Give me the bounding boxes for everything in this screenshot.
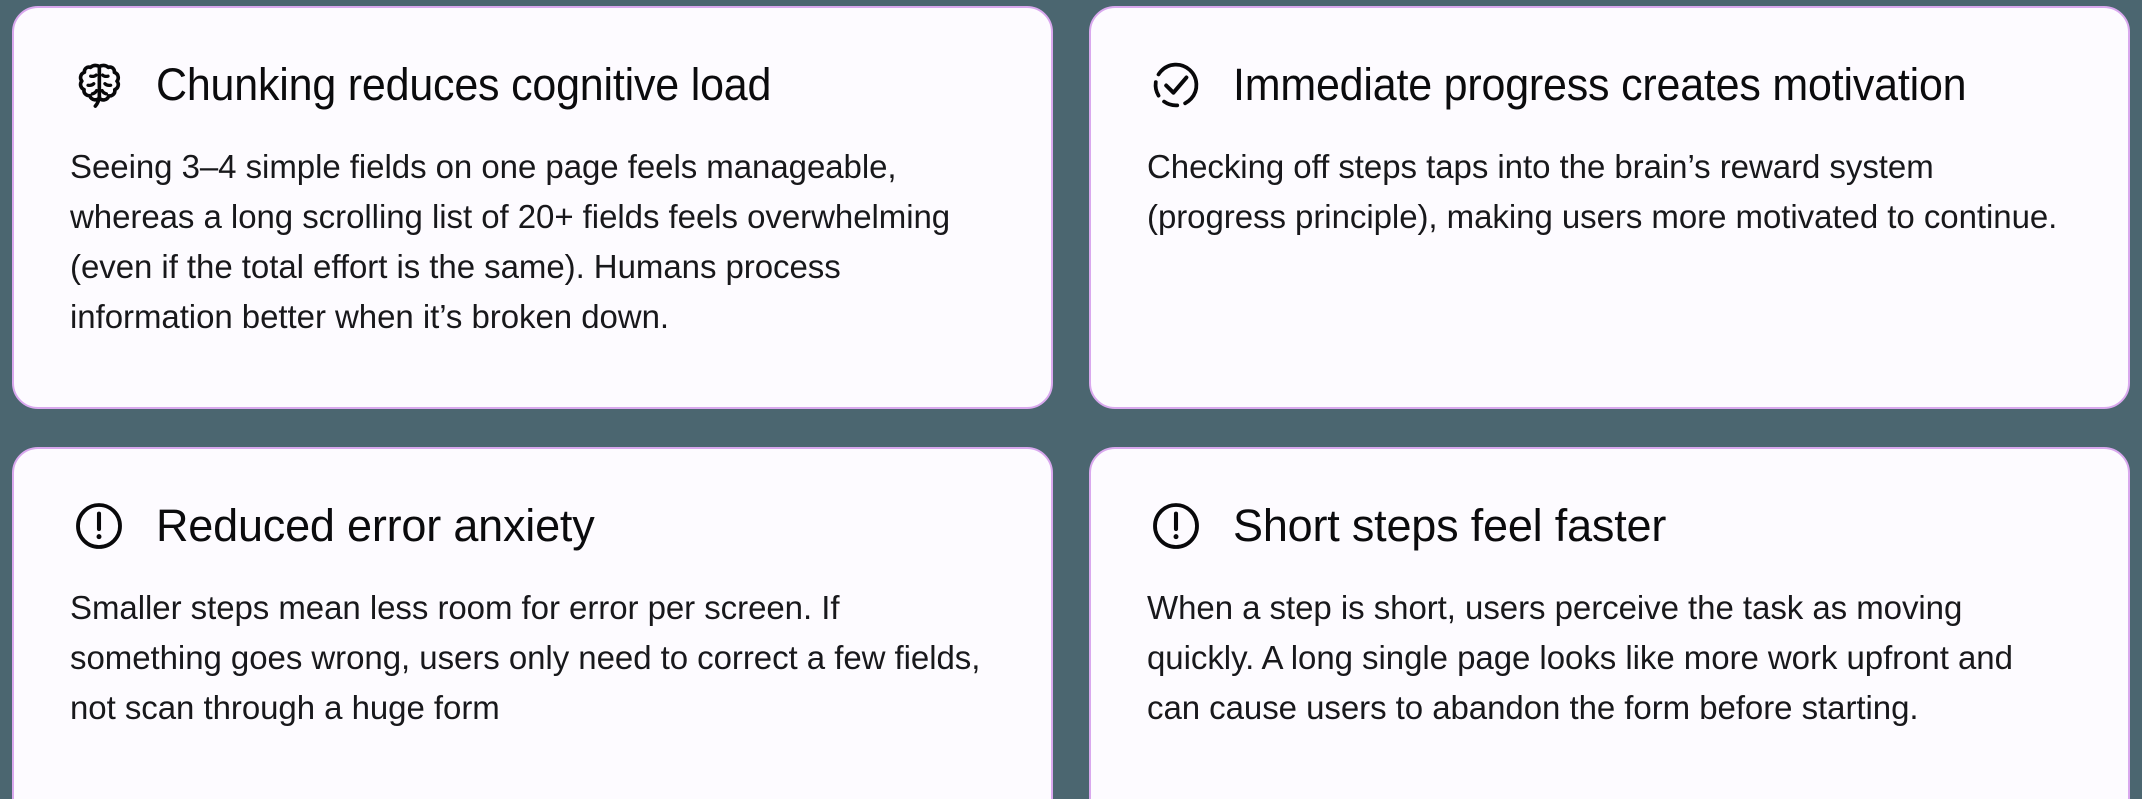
card-header: Chunking reduces cognitive load xyxy=(70,56,995,114)
card-body: When a step is short, users perceive the… xyxy=(1147,589,2013,727)
card-header: Reduced error anxiety xyxy=(70,497,995,555)
card-title: Reduced error anxiety xyxy=(156,499,595,551)
card-body: Seeing 3–4 simple fields on one page fee… xyxy=(70,148,951,336)
benefit-card-chunking: Chunking reduces cognitive load Seeing 3… xyxy=(12,6,1053,409)
exclamation-circle-icon xyxy=(70,497,128,555)
brain-icon xyxy=(70,56,128,114)
card-header: Immediate progress creates motivation xyxy=(1147,56,2072,114)
card-title: Immediate progress creates motivation xyxy=(1233,58,1967,110)
benefit-card-short-steps: Short steps feel faster When a step is s… xyxy=(1089,447,2130,799)
benefit-card-reduced-error-anxiety: Reduced error anxiety Smaller steps mean… xyxy=(12,447,1053,799)
card-body: Checking off steps taps into the brain’s… xyxy=(1147,148,2058,236)
card-title: Short steps feel faster xyxy=(1233,499,1667,551)
benefit-card-immediate-progress: Immediate progress creates motivation Ch… xyxy=(1089,6,2130,409)
card-body: Smaller steps mean less room for error p… xyxy=(70,589,981,727)
dashed-circle-check-icon xyxy=(1147,56,1205,114)
card-title: Chunking reduces cognitive load xyxy=(156,58,772,110)
exclamation-circle-icon xyxy=(1147,497,1205,555)
card-header: Short steps feel faster xyxy=(1147,497,2072,555)
